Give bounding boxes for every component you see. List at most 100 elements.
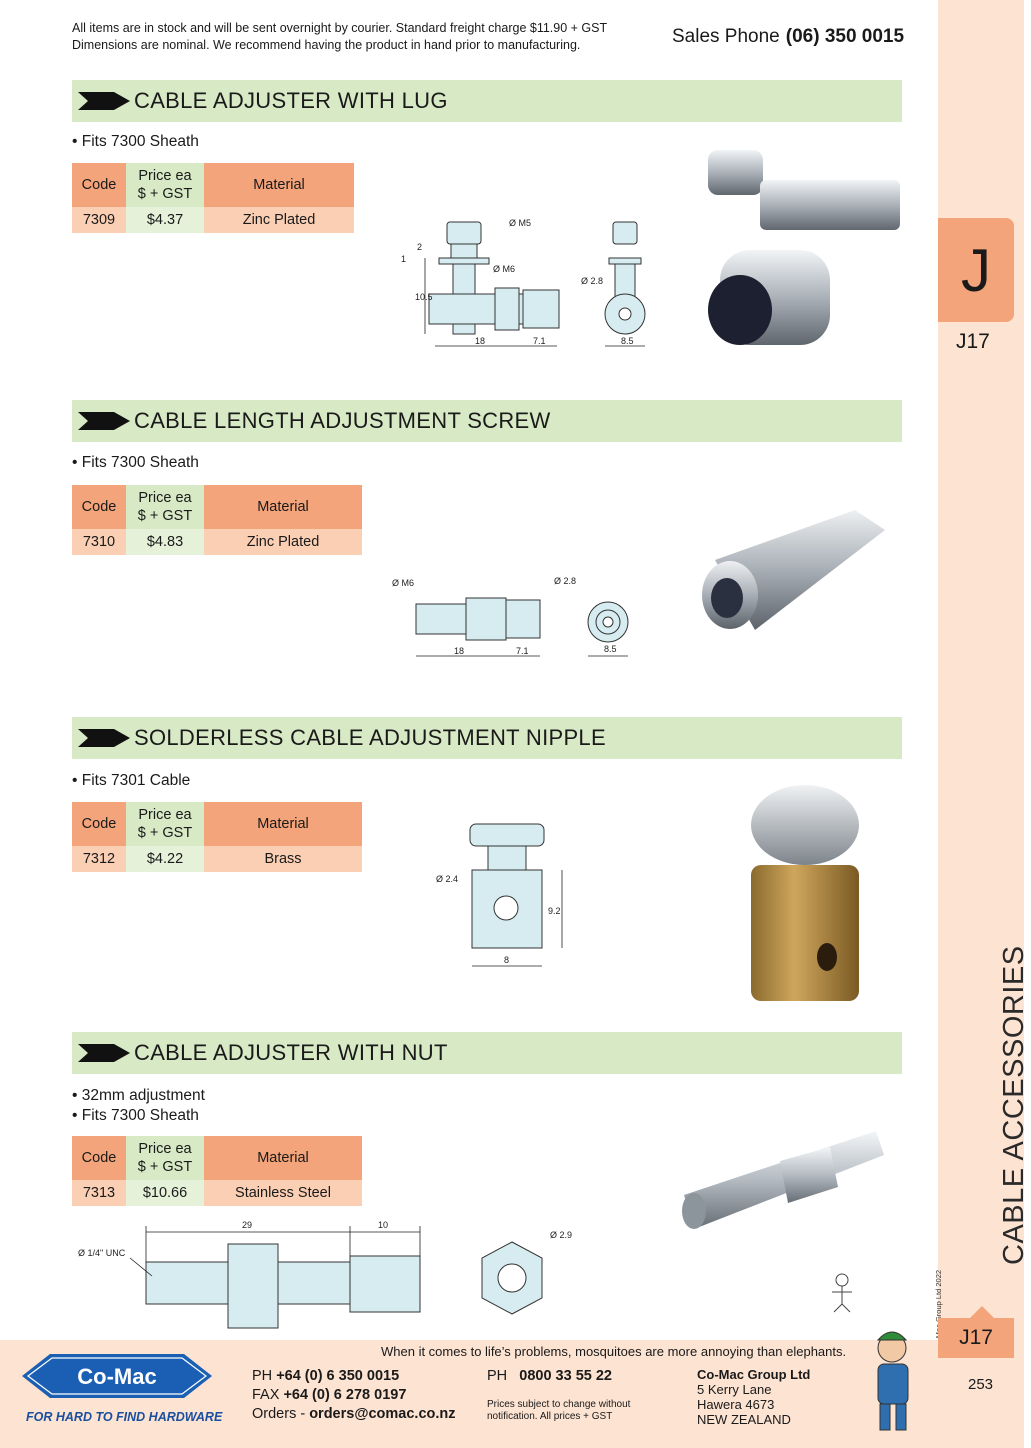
header-material: Material <box>204 802 362 846</box>
cell-material: Brass <box>204 846 362 872</box>
table-row: 7309 $4.37 Zinc Plated <box>72 207 354 233</box>
cell-price: $4.22 <box>126 846 204 872</box>
cell-price: $4.83 <box>126 529 204 555</box>
section-header-solderless-cable-adjustment-nipple: SOLDERLESS CABLE ADJUSTMENT NIPPLE <box>72 717 902 759</box>
sales-phone-label: Sales Phone <box>672 26 780 47</box>
logo-text: Co-Mac <box>77 1364 156 1389</box>
header-code: Code <box>72 485 126 529</box>
header-code: Code <box>72 802 126 846</box>
dim-h92: 9.2 <box>548 906 561 916</box>
sales-phone-number[interactable]: (06) 350 0015 <box>785 26 905 47</box>
section-letter-tab[interactable]: J <box>938 218 1014 322</box>
address-line2: Hawera 4673 <box>697 1397 775 1412</box>
header-material: Material <box>204 485 362 529</box>
arrow-icon <box>78 412 130 430</box>
address-line3: NEW ZEALAND <box>697 1412 791 1427</box>
header-note-line2: Dimensions are nominal. We recommend hav… <box>72 38 581 52</box>
header-code: Code <box>72 163 126 207</box>
feature-list: • Fits 7301 Cable <box>72 771 190 791</box>
header-price: Price ea$ + GST <box>126 1136 204 1180</box>
cell-price: $10.66 <box>126 1180 204 1206</box>
cell-material: Stainless Steel <box>204 1180 362 1206</box>
arrow-icon <box>78 92 130 110</box>
dim-l71: 7.1 <box>516 646 529 656</box>
spec-table: Code Price ea$ + GST Material 7312 $4.22… <box>72 802 362 872</box>
feature-item: • Fits 7300 Sheath <box>72 454 199 471</box>
phone-number[interactable]: +64 (0) 6 350 0015 <box>276 1368 400 1384</box>
page-number: 253 <box>968 1376 994 1393</box>
header-price: Price ea$ + GST <box>126 163 204 207</box>
dim-l18: 18 <box>475 336 485 346</box>
header-note: All items are in stock and will be sent … <box>72 20 662 54</box>
contact-freephone: PH 0800 33 55 22 <box>487 1368 612 1384</box>
feature-item: • Fits 7301 Cable <box>72 772 191 789</box>
feature-item: • Fits 7300 Sheath <box>72 1107 199 1124</box>
product-photo-7309 <box>708 150 900 345</box>
mosquito-icon <box>832 1273 852 1313</box>
contact-orders: Orders - orders@comac.co.nz <box>252 1406 456 1422</box>
dim-h105: 10.5 <box>415 292 433 302</box>
page-code-top: J17 <box>956 330 990 353</box>
product-photo-7312 <box>751 785 859 1001</box>
section-header-cable-adjuster-with-lug: CABLE ADJUSTER WITH LUG <box>72 80 902 122</box>
dim-w8: 8 <box>504 955 509 965</box>
table-row: 7310 $4.83 Zinc Plated <box>72 529 362 555</box>
cell-code: 7309 <box>72 207 126 233</box>
cell-material: Zinc Plated <box>204 529 362 555</box>
dim-w85: 8.5 <box>604 644 617 654</box>
address-line1: 5 Kerry Lane <box>697 1382 772 1397</box>
feature-list: • Fits 7300 Sheath <box>72 132 199 152</box>
freephone-number[interactable]: 0800 33 55 22 <box>519 1368 612 1384</box>
dim-l10: 10 <box>378 1220 388 1230</box>
technical-drawing-7309: Ø M5 Ø M6 Ø 2.8 2 1 10.5 18 7.1 8.5 <box>401 218 646 347</box>
dim-m6: Ø M6 <box>392 578 414 588</box>
dim-l29: 29 <box>242 1220 252 1230</box>
footer-quote: When it comes to life’s problems, mosqui… <box>381 1344 847 1359</box>
dim-w85: 8.5 <box>621 336 634 346</box>
dim-m5: Ø M5 <box>509 218 531 228</box>
spec-table: Code Price ea$ + GST Material 7310 $4.83… <box>72 485 362 555</box>
orders-email[interactable]: orders@comac.co.nz <box>309 1406 456 1422</box>
dim-l71: 7.1 <box>533 336 546 346</box>
table-row: 7313 $10.66 Stainless Steel <box>72 1180 362 1206</box>
dim-d28: Ø 2.8 <box>581 276 603 286</box>
section-title: CABLE LENGTH ADJUSTMENT SCREW <box>134 408 551 433</box>
arrow-icon <box>78 1044 130 1062</box>
category-title: CABLE ACCESSORIES <box>998 945 1030 1265</box>
cell-code: 7310 <box>72 529 126 555</box>
mascot-icon <box>876 1331 909 1431</box>
section-title: CABLE ADJUSTER WITH LUG <box>134 88 448 113</box>
table-row: 7312 $4.22 Brass <box>72 846 362 872</box>
contact-phone: PH +64 (0) 6 350 0015 <box>252 1368 400 1384</box>
feature-list: • Fits 7300 Sheath <box>72 453 199 473</box>
feature-item: • Fits 7300 Sheath <box>72 133 199 150</box>
page-code-bottom: J17 <box>938 1306 1014 1358</box>
header-price: Price ea$ + GST <box>126 485 204 529</box>
section-header-cable-adjuster-with-nut: CABLE ADJUSTER WITH NUT <box>72 1032 902 1074</box>
comac-logo[interactable]: Co-Mac <box>22 1344 212 1408</box>
sales-phone: Sales Phone(06) 350 0015 <box>672 26 904 48</box>
header-material: Material <box>204 163 354 207</box>
cell-material: Zinc Plated <box>204 207 354 233</box>
dim-h2: 2 <box>417 242 422 252</box>
section-title: SOLDERLESS CABLE ADJUSTMENT NIPPLE <box>134 725 606 750</box>
header-note-line1: All items are in stock and will be sent … <box>72 21 608 35</box>
technical-drawing-7310: Ø M6 Ø 2.8 18 7.1 8.5 <box>392 576 629 657</box>
technical-drawing-7313: Ø 1/4" UNC 29 10 Ø 2.9 <box>78 1220 572 1329</box>
cell-code: 7312 <box>72 846 126 872</box>
arrow-icon <box>78 729 130 747</box>
section-header-cable-length-adjustment-screw: CABLE LENGTH ADJUSTMENT SCREW <box>72 400 902 442</box>
spec-table: Code Price ea$ + GST Material 7309 $4.37… <box>72 163 354 233</box>
header-price: Price ea$ + GST <box>126 802 204 846</box>
fax-number[interactable]: +64 (0) 6 278 0197 <box>283 1387 407 1403</box>
technical-drawing-7312: Ø 2.4 9.2 8 <box>436 823 563 967</box>
dim-unc: Ø 1/4" UNC <box>78 1248 126 1258</box>
price-note: Prices subject to change without notific… <box>487 1399 631 1422</box>
dim-h1: 1 <box>401 254 406 264</box>
cell-code: 7313 <box>72 1180 126 1206</box>
header-material: Material <box>204 1136 362 1180</box>
dim-m6: Ø M6 <box>493 264 515 274</box>
dim-l18: 18 <box>454 646 464 656</box>
feature-list: • 32mm adjustment • Fits 7300 Sheath <box>72 1086 205 1126</box>
product-photo-7313 <box>682 1131 884 1229</box>
